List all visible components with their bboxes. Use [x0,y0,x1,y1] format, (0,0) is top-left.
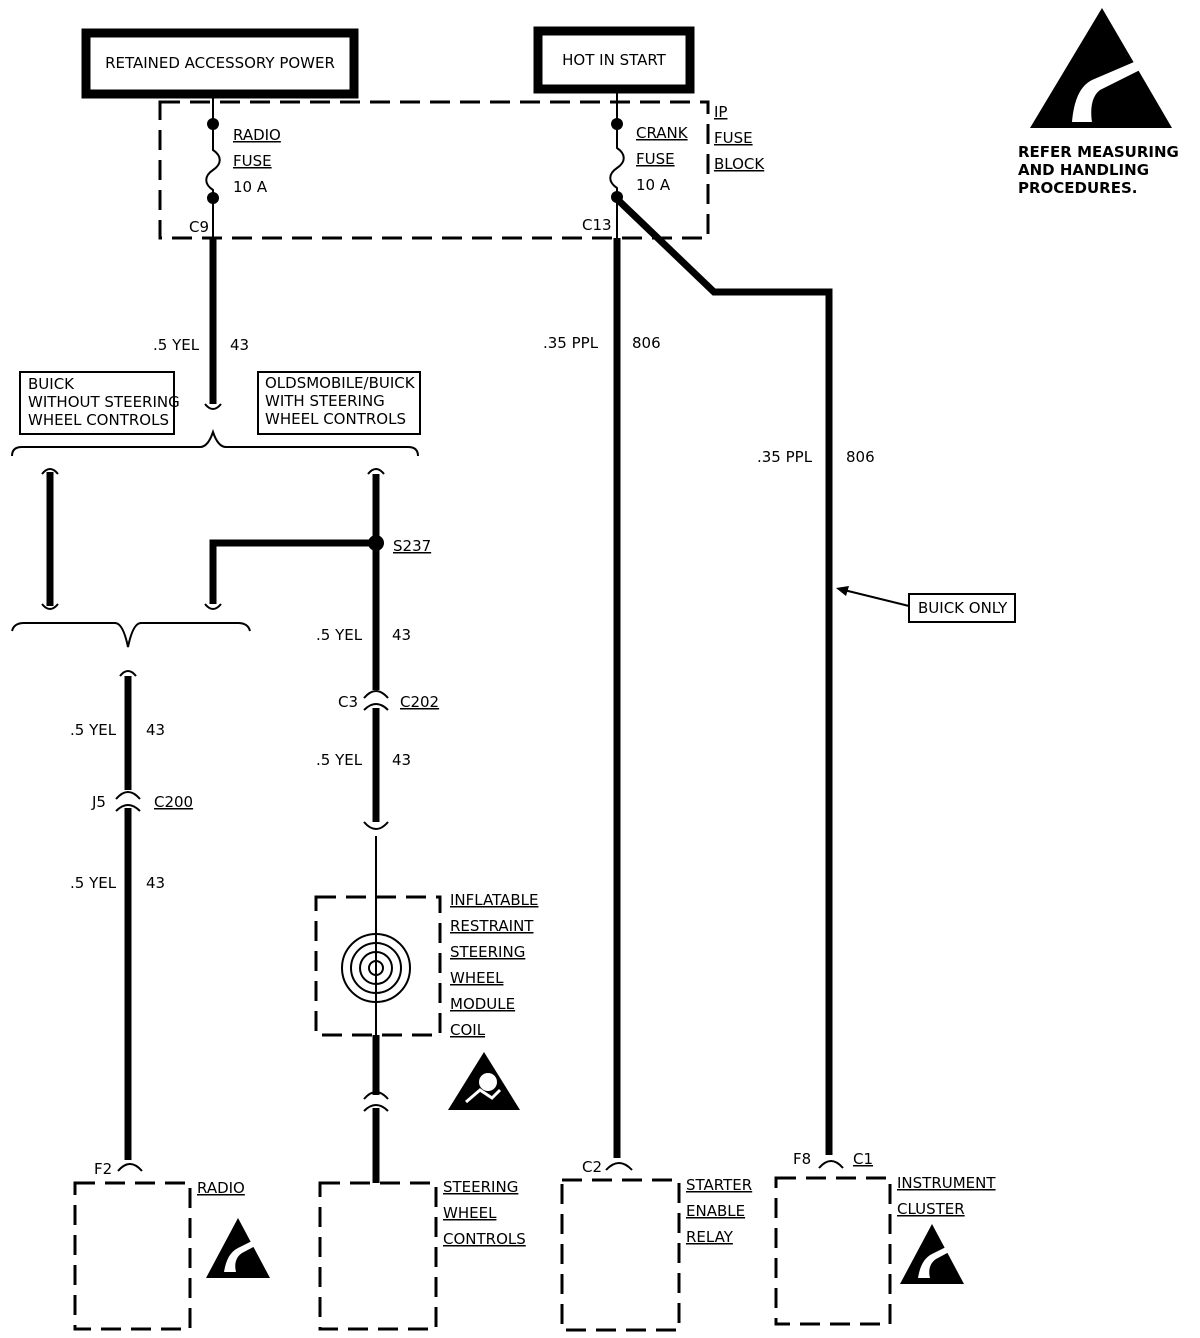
coil-label-2: RESTRAINT [450,917,534,935]
coil-label-1: INFLATABLE [450,891,538,909]
airbag-warning-icon [448,1052,520,1110]
wire-43-radio-lower-circuit: 43 [146,874,165,892]
option-olds-line-2: WITH STEERING [265,392,385,410]
steering-controls-label-1: STEERING [443,1178,518,1196]
radio-fuse-terminal: C9 [189,218,209,236]
esd-note-line-2: AND HANDLING [1018,161,1149,179]
starter-relay-label-1: STARTER [686,1176,752,1194]
splice-jumper-wire [209,539,376,604]
wire-806-starter-size: .35 PPL [543,334,599,352]
option-box-olds-buick-controls: OLDSMOBILE/BUICK WITH STEERING WHEEL CON… [257,371,421,435]
wire-43-swc-upper-size: .5 YEL [316,626,363,644]
connector-f8-label: F8 [793,1150,811,1168]
wire-43-swc-mid-circuit: 43 [392,751,411,769]
option-buick-line-2: WITHOUT STEERING [28,393,180,411]
radio-fuse-symbol [205,118,221,238]
wire-43-swc-upper-circuit: 43 [392,626,411,644]
radio-fuse-label-2: FUSE [233,152,272,170]
wire-43-upper-circuit: 43 [230,336,249,354]
connector-f2 [117,1163,143,1172]
esd-warning-icon [1030,8,1172,128]
splice-s237-dot [368,535,384,551]
esd-note-line-3: PROCEDURES. [1018,179,1137,197]
connector-c200-label: C200 [154,793,193,811]
radio-fuse-label-1: RADIO [233,126,281,144]
coil-label-3: STEERING [450,943,525,961]
wire-806-starter-circuit: 806 [632,334,661,352]
buick-only-callout: BUICK ONLY [836,586,1016,623]
connector-c202-label: C202 [400,693,439,711]
wire-43-swc-mid-size: .5 YEL [316,751,363,769]
wire-break-mark [204,403,222,410]
steering-controls-label-3: CONTROLS [443,1230,526,1248]
connector-c2 [605,1162,633,1171]
connector-c1-label: C1 [853,1150,873,1168]
hot-in-start-label: HOT IN START [562,51,667,69]
wire-806-cluster-circuit: 806 [846,448,875,466]
connector-f2-label: F2 [94,1160,112,1178]
option-brace-bottom [11,622,251,648]
option-olds-line-3: WHEEL CONTROLS [265,410,406,428]
connector-c200 [115,791,141,812]
option-buick-line-1: BUICK [28,375,75,393]
radio-esd-icon [206,1218,270,1278]
steering-controls-label-2: WHEEL [443,1204,497,1222]
buick-only-label: BUICK ONLY [918,599,1008,617]
connector-j5: J5 [91,793,106,811]
radio-component-label: RADIO [197,1179,245,1197]
retained-accessory-power-box: RETAINED ACCESSORY POWER [81,28,359,99]
connector-c2-label: C2 [582,1158,602,1176]
wire-806-cluster-size: .35 PPL [757,448,813,466]
fuse-block-label-3: BLOCK [714,155,765,173]
wire-806-cluster [614,196,833,1155]
steering-controls-outline [318,1181,438,1331]
retained-accessory-power-label: RETAINED ACCESSORY POWER [105,54,335,72]
esd-note-line-1: REFER MEASURING [1018,143,1179,161]
option-brace-top [11,428,419,457]
wire-43-radio-mid-size: .5 YEL [70,721,117,739]
clockspring-icon [341,933,411,1003]
option-box-buick-no-controls: BUICK WITHOUT STEERING WHEEL CONTROLS [19,371,180,435]
crank-fuse-label-2: FUSE [636,150,675,168]
fuse-block-label-2: FUSE [714,129,753,147]
wire-43-radio-mid-circuit: 43 [146,721,165,739]
crank-fuse-rating: 10 A [636,176,671,194]
coil-module-outline [314,895,442,1037]
coil-label-4: WHEEL [450,969,504,987]
splice-s237-label: S237 [393,537,431,555]
option-buick-line-3: WHEEL CONTROLS [28,411,169,429]
crank-fuse-terminal: C13 [582,216,612,234]
connector-f8-c1 [818,1160,844,1169]
option-olds-line-1: OLDSMOBILE/BUICK [265,374,416,392]
instrument-cluster-outline [774,1176,892,1326]
wire-43-upper-size: .5 YEL [153,336,200,354]
coil-connector-upper [363,821,389,830]
starter-relay-outline [560,1178,681,1332]
instrument-cluster-label-1: INSTRUMENT [897,1174,996,1192]
starter-relay-label-2: ENABLE [686,1202,745,1220]
connector-c3: C3 [338,693,358,711]
coil-label-5: MODULE [450,995,515,1013]
hot-in-start-box: HOT IN START [533,26,695,94]
cluster-esd-icon [900,1224,964,1284]
coil-label-6: COIL [450,1021,486,1039]
starter-relay-label-3: RELAY [686,1228,734,1246]
radio-fuse-rating: 10 A [233,178,268,196]
connector-c202 [363,690,389,711]
coil-connector-lower [363,1091,389,1112]
crank-fuse-symbol [609,118,625,238]
instrument-cluster-label-2: CLUSTER [897,1200,965,1218]
radio-component-outline [73,1181,192,1331]
crank-fuse-label-1: CRANK [636,124,689,142]
ip-fuse-block-outline [158,100,710,240]
wire-43-radio-lower-size: .5 YEL [70,874,117,892]
fuse-block-label-1: IP [714,103,727,121]
